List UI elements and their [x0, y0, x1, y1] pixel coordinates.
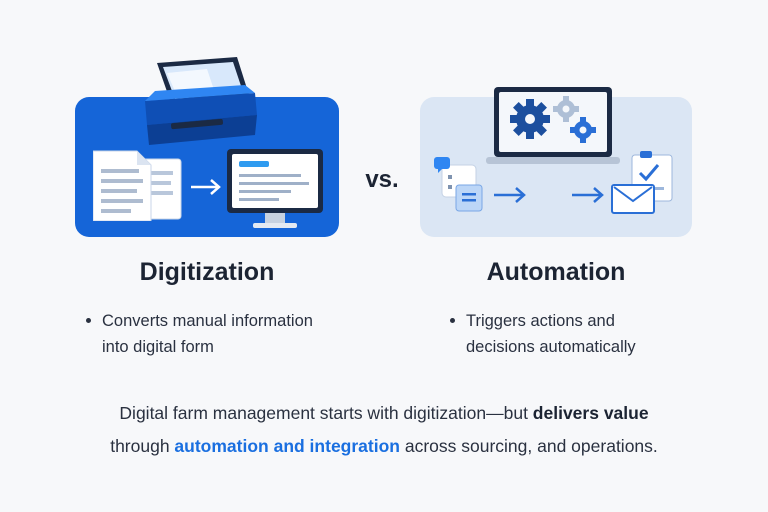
- automation-panel: [420, 87, 692, 237]
- footer-line-1: Digital farm management starts with digi…: [40, 403, 728, 424]
- footer-line2-text-a: through: [110, 436, 175, 456]
- footer-line1-bold: delivers value: [532, 403, 649, 423]
- digitization-bullet: Converts manual information into digital…: [86, 308, 342, 360]
- chat-bubble-icon: [434, 157, 483, 212]
- arrow-right-icon: [494, 187, 526, 203]
- digitization-bullet-text: Converts manual information into digital…: [102, 312, 313, 356]
- automation-title: Automation: [486, 258, 626, 286]
- bullet-dot: [450, 318, 455, 323]
- footer-line2-accent: automation and integration: [174, 436, 400, 456]
- automation-bullet-text: Triggers actions and decisions automatic…: [466, 312, 636, 356]
- arrow-right-icon: [191, 179, 221, 195]
- vs-separator: vs.: [365, 166, 399, 193]
- automation-bullet: Triggers actions and decisions automatic…: [450, 308, 686, 360]
- document-icon: [93, 150, 182, 221]
- monitor-gears-icon: [486, 87, 620, 164]
- monitor-icon: [227, 149, 323, 228]
- footer-line2-text-b: across sourcing, and operations.: [399, 436, 658, 456]
- envelope-icon: [611, 184, 655, 214]
- scanner-icon: [145, 57, 257, 145]
- digitization-title: Digitization: [139, 258, 275, 286]
- footer-line-2: through automation and integration acros…: [40, 436, 728, 457]
- bullet-dot: [86, 318, 91, 323]
- digitization-panel: [75, 57, 339, 237]
- footer-line1-text: Digital farm management starts with digi…: [119, 403, 533, 423]
- arrow-right-icon: [572, 187, 604, 203]
